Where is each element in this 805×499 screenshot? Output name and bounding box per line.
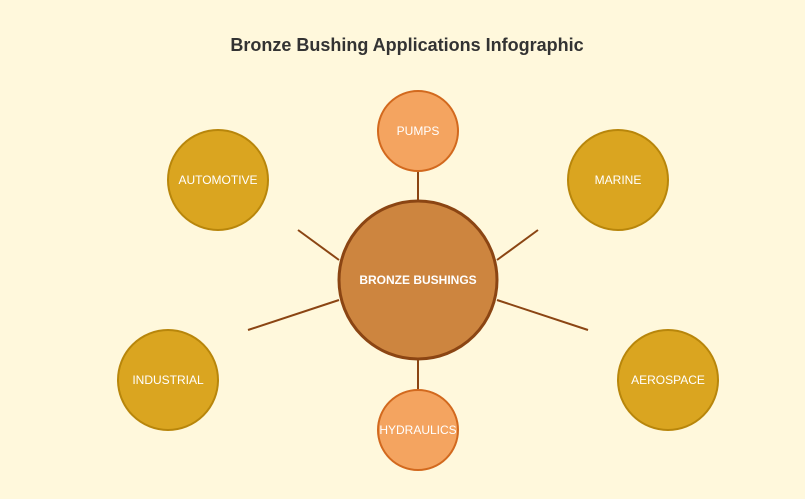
- infographic-title: Bronze Bushing Applications Infographic: [230, 35, 583, 55]
- node-marine: MARINE: [567, 129, 669, 231]
- node-aerospace: AEROSPACE: [617, 329, 719, 431]
- connector-automotive: [297, 229, 340, 261]
- center-label: BRONZE BUSHINGS: [359, 273, 476, 287]
- center-node: BRONZE BUSHINGS: [337, 199, 499, 361]
- node-label: HYDRAULICS: [379, 423, 456, 437]
- node-label: AUTOMOTIVE: [178, 173, 257, 187]
- node-automotive: AUTOMOTIVE: [167, 129, 269, 231]
- node-hydraulics: HYDRAULICS: [377, 389, 459, 471]
- node-label: MARINE: [595, 173, 642, 187]
- node-industrial: INDUSTRIAL: [117, 329, 219, 431]
- node-pumps: PUMPS: [377, 90, 459, 172]
- connector-industrial: [247, 299, 340, 331]
- node-label: INDUSTRIAL: [132, 373, 204, 387]
- connector-aerospace: [496, 299, 589, 331]
- connector-marine: [496, 229, 539, 261]
- node-label: PUMPS: [397, 124, 440, 138]
- node-label: AEROSPACE: [631, 373, 705, 387]
